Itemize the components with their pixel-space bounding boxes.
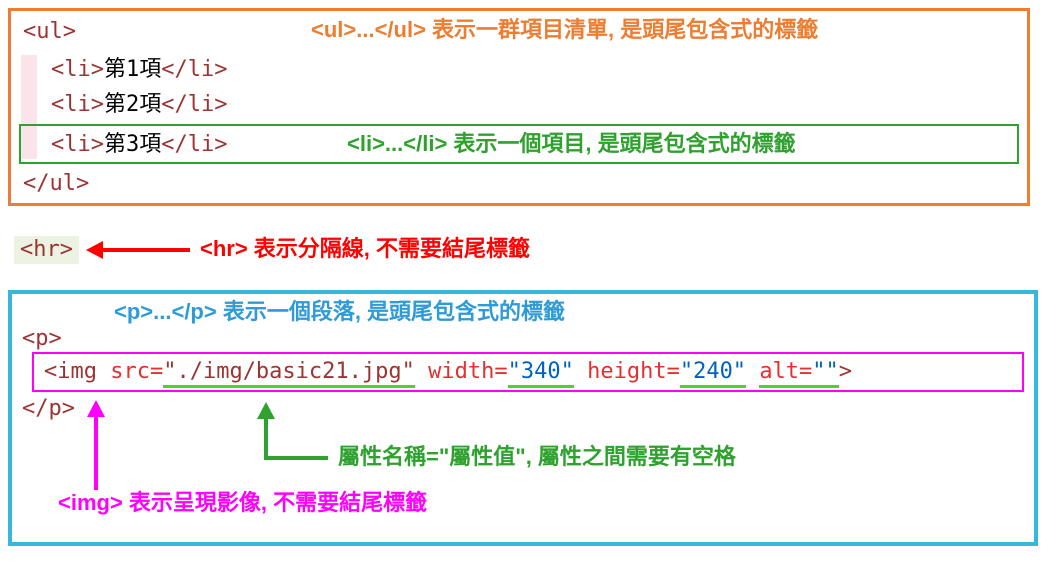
code-line-li-1: <li>第1項</li> <box>51 57 227 83</box>
li2-close-tag: </li> <box>161 92 228 117</box>
code-line-li-2: <li>第2項</li> <box>51 92 227 118</box>
hr-annotation: <hr> 表示分隔線, 不需要結尾標籤 <box>200 236 531 261</box>
img-arrow-icon <box>87 400 105 417</box>
indent-highlight <box>21 55 37 159</box>
code-line-li-3: <li>第3項</li> <box>51 132 227 158</box>
li3-open-tag: <li> <box>51 132 104 157</box>
attr-annotation: 屬性名稱="屬性值", 屬性之間需要有空格 <box>338 444 736 469</box>
img-arrow-line <box>94 416 98 490</box>
code-img-line: <img src="./img/basic21.jpg" width="340"… <box>34 359 853 388</box>
hr-arrow-icon <box>86 241 103 259</box>
img-height-attr: height= <box>587 359 680 384</box>
ul-annotation: <ul>...</ul> 表示一群項目清單, 是頭尾包含式的標籤 <box>311 17 819 42</box>
img-src-attr: src= <box>110 359 164 384</box>
attr-arrow-icon <box>257 402 275 419</box>
img-alt-value: "" <box>812 359 839 388</box>
li-highlight-box <box>19 124 1019 164</box>
code-ul-close: </ul> <box>23 171 90 196</box>
img-src-value: "./img/basic21.jpg" <box>163 359 415 388</box>
img-annotation: <img> 表示呈現影像, 不需要結尾標籤 <box>58 490 428 515</box>
li1-text: 第1項 <box>103 57 162 82</box>
code-hr: <hr> <box>14 236 79 264</box>
token-space <box>415 359 428 384</box>
li2-open-tag: <li> <box>51 92 104 117</box>
li3-text: 第3項 <box>103 132 162 157</box>
img-width-value: "340" <box>507 359 574 388</box>
img-height-value: "240" <box>679 359 747 388</box>
li3-close-tag: </li> <box>161 132 228 157</box>
code-p-close: </p> <box>22 396 75 421</box>
code-ul-open: <ul> <box>23 19 76 44</box>
img-width-attr: width= <box>428 359 508 384</box>
li-annotation: <li>...</li> 表示一個項目, 是頭尾包含式的標籤 <box>347 131 796 156</box>
code-p-open: <p> <box>22 326 62 351</box>
p-annotation: <p>...</p> 表示一個段落, 是頭尾包含式的標籤 <box>114 299 566 324</box>
token-space <box>746 359 759 384</box>
li2-text: 第2項 <box>103 92 162 117</box>
li1-open-tag: <li> <box>51 57 104 82</box>
attr-arrow-line <box>264 418 268 460</box>
ul-example-box: <ul> <ul>...</ul> 表示一群項目清單, 是頭尾包含式的標籤 <l… <box>8 8 1030 206</box>
token-space <box>574 359 587 384</box>
p-example-box: <p>...</p> 表示一個段落, 是頭尾包含式的標籤 <p> <img sr… <box>8 290 1038 546</box>
img-highlight-box: <img src="./img/basic21.jpg" width="340"… <box>32 352 1024 392</box>
li1-close-tag: </li> <box>161 57 228 82</box>
img-open-tag: <img <box>44 359 111 384</box>
attr-arrow-connector <box>264 456 328 460</box>
img-close-bracket: > <box>838 359 853 384</box>
img-alt-attr: alt= <box>759 359 813 388</box>
hr-arrow-line <box>100 248 190 252</box>
